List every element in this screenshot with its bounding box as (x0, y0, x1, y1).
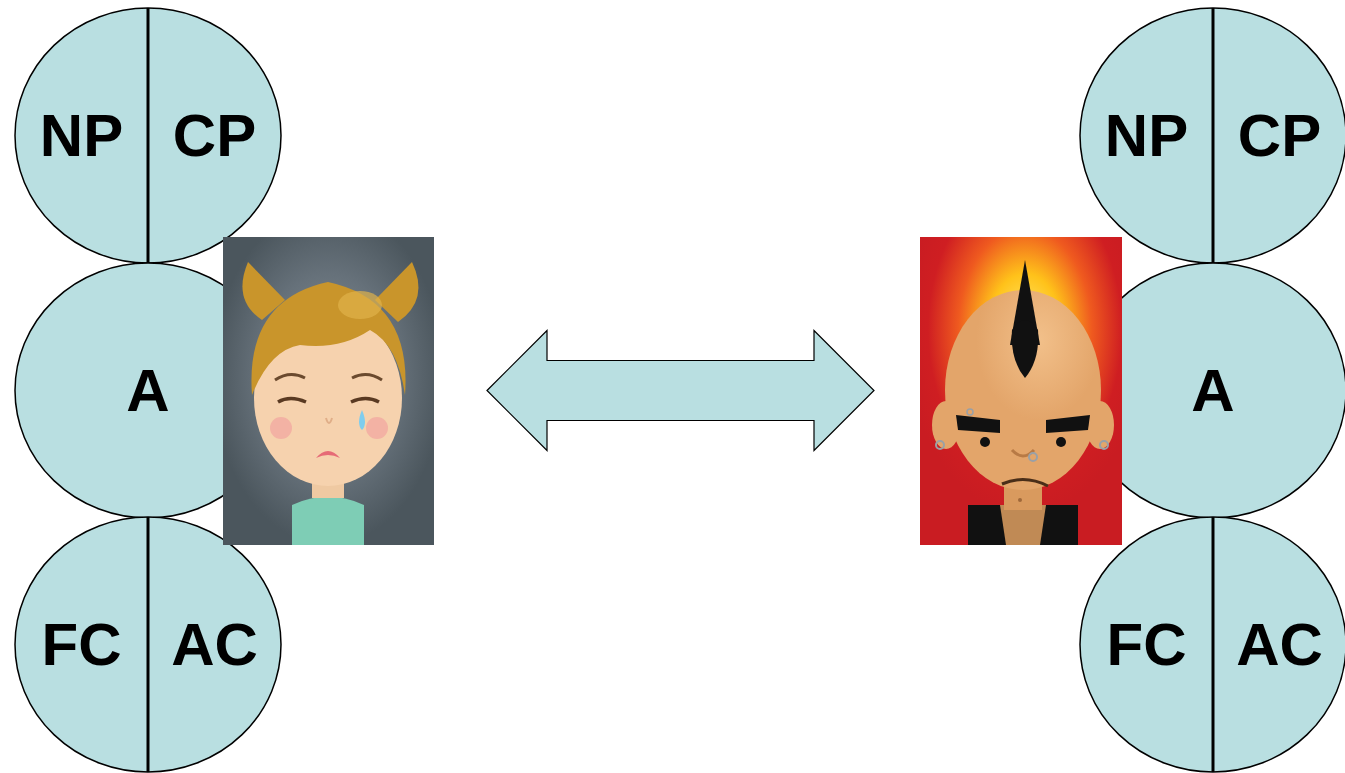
ear (932, 401, 960, 449)
divider-line (1212, 517, 1215, 772)
picture-background (920, 237, 1122, 545)
head (945, 290, 1101, 490)
tear (359, 410, 365, 430)
eyebrow (956, 415, 1000, 433)
vest (968, 505, 1078, 545)
ego-state-circle: NPCP (1080, 8, 1345, 263)
eye (980, 437, 990, 447)
pigtail (375, 262, 418, 322)
eyebrow (352, 374, 382, 380)
crying-girl-illustration (223, 237, 434, 545)
ego-state-label: NP (15, 8, 148, 263)
hair (251, 282, 405, 395)
eyebrow (1046, 415, 1090, 433)
hair-spike (1010, 260, 1040, 345)
ego-state-circle: FCAC (15, 517, 281, 772)
cheek (270, 417, 292, 439)
ego-state-label: CP (148, 8, 281, 263)
ego-state-label: CP (1213, 8, 1345, 263)
eyebrow (275, 374, 305, 380)
shirt (292, 497, 364, 546)
ear-ring (1100, 441, 1108, 449)
face (254, 310, 402, 486)
transaction-arrow (487, 331, 874, 451)
ego-state-label: A (15, 263, 281, 518)
circle-shape (1080, 8, 1345, 263)
mouth (316, 451, 340, 458)
hair-shine (338, 291, 382, 319)
eye (1056, 437, 1066, 447)
ego-state-circle: NPCP (15, 8, 281, 263)
ego-state-label: FC (1080, 517, 1213, 772)
angry-punk-illustration (920, 237, 1122, 545)
picture-background (223, 237, 434, 545)
ego-state-circle: A (1080, 263, 1345, 518)
neck (312, 468, 344, 498)
circle-shape (15, 263, 281, 518)
cheek (366, 417, 388, 439)
neck (1004, 470, 1042, 510)
ego-state-circle: A (15, 263, 281, 518)
hair-spike (1012, 320, 1038, 378)
circle-shape (15, 517, 281, 772)
divider-line (147, 517, 150, 772)
chest (1000, 505, 1046, 545)
brow-ring (967, 409, 973, 415)
ear (1086, 401, 1114, 449)
nose (1012, 450, 1034, 456)
ego-state-circle: FCAC (1080, 517, 1345, 772)
divider-line (1212, 8, 1215, 263)
ego-state-label: NP (1080, 8, 1213, 263)
ego-state-label: AC (148, 517, 281, 772)
ear-ring (936, 441, 944, 449)
pigtail (242, 262, 285, 320)
mouth (1002, 479, 1048, 486)
ego-state-label: AC (1213, 517, 1345, 772)
ego-state-label: FC (15, 517, 148, 772)
nose (326, 418, 332, 423)
closed-eye (351, 399, 379, 403)
nose-ring (1029, 453, 1037, 461)
closed-eye (278, 399, 306, 403)
divider-line (147, 8, 150, 263)
chin (1018, 498, 1022, 502)
circle-shape (1080, 263, 1345, 518)
circle-shape (15, 8, 281, 263)
ego-state-label: A (1080, 263, 1345, 518)
circle-shape (1080, 517, 1345, 772)
